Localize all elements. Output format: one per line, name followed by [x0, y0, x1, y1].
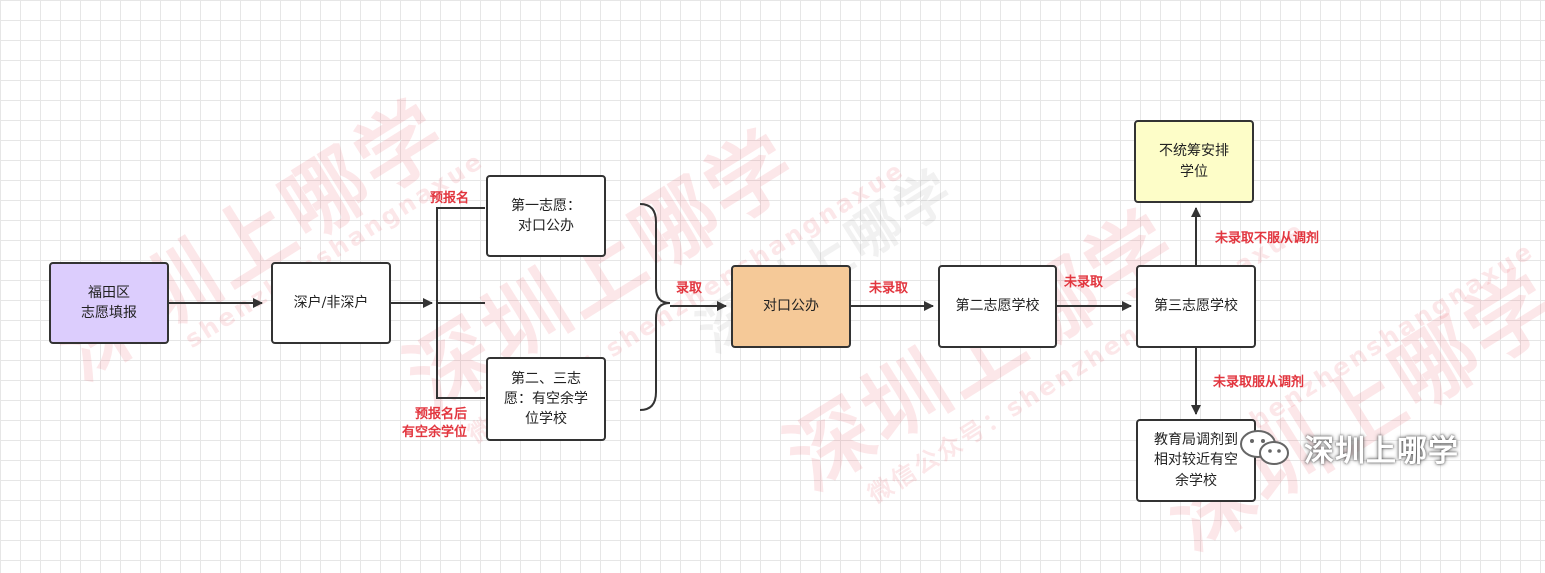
node-start: 福田区 志愿填报	[49, 262, 169, 344]
node-first-choice-text: 第一志愿： 对口公办	[511, 197, 581, 234]
node-bureau-assign: 教育局调剂到 相对较近有空 余学校	[1136, 419, 1256, 502]
node-third-school-text: 第三志愿学校	[1154, 298, 1238, 315]
node-first-choice: 第一志愿： 对口公办	[486, 175, 606, 257]
flow-connectors	[169, 203, 1201, 415]
label-pre-register: 预报名	[430, 191, 470, 206]
node-third-school: 第三志愿学校	[1136, 265, 1256, 348]
node-second-third-choice: 第二、三志 愿：有空余学 位学校	[486, 357, 606, 441]
node-start-text: 福田区 志愿填报	[81, 284, 137, 321]
node-matched-school-text: 对口公办	[763, 298, 819, 315]
label-admitted: 录取	[676, 281, 703, 296]
label-not-admitted-reject: 未录取不服从调剂	[1215, 231, 1320, 246]
label-pre-register-after: 预报名后 有空余学位	[402, 407, 468, 440]
node-second-third-choice-text: 第二、三志 愿：有空余学 位学校	[504, 370, 588, 428]
node-matched-school: 对口公办	[731, 265, 851, 348]
label-not-admitted-1: 未录取	[869, 281, 909, 296]
node-hukou: 深户/非深户	[271, 262, 391, 344]
node-no-placement-text: 不统筹安排 学位	[1159, 143, 1229, 180]
label-not-admitted-accept: 未录取服从调剂	[1213, 375, 1305, 390]
node-no-placement: 不统筹安排 学位	[1134, 120, 1254, 203]
wechat-icon	[1240, 430, 1289, 465]
label-not-admitted-2: 未录取	[1064, 275, 1104, 290]
node-bureau-assign-text: 教育局调剂到 相对较近有空 余学校	[1154, 432, 1238, 489]
node-hukou-text: 深户/非深户	[293, 294, 369, 311]
brand-badge: 深圳上哪学	[1236, 426, 1459, 470]
brand-name: 深圳上哪学	[1304, 434, 1459, 469]
node-second-school-text: 第二志愿学校	[955, 298, 1040, 315]
right-curly-brace	[639, 203, 671, 411]
node-second-school: 第二志愿学校	[938, 265, 1057, 348]
